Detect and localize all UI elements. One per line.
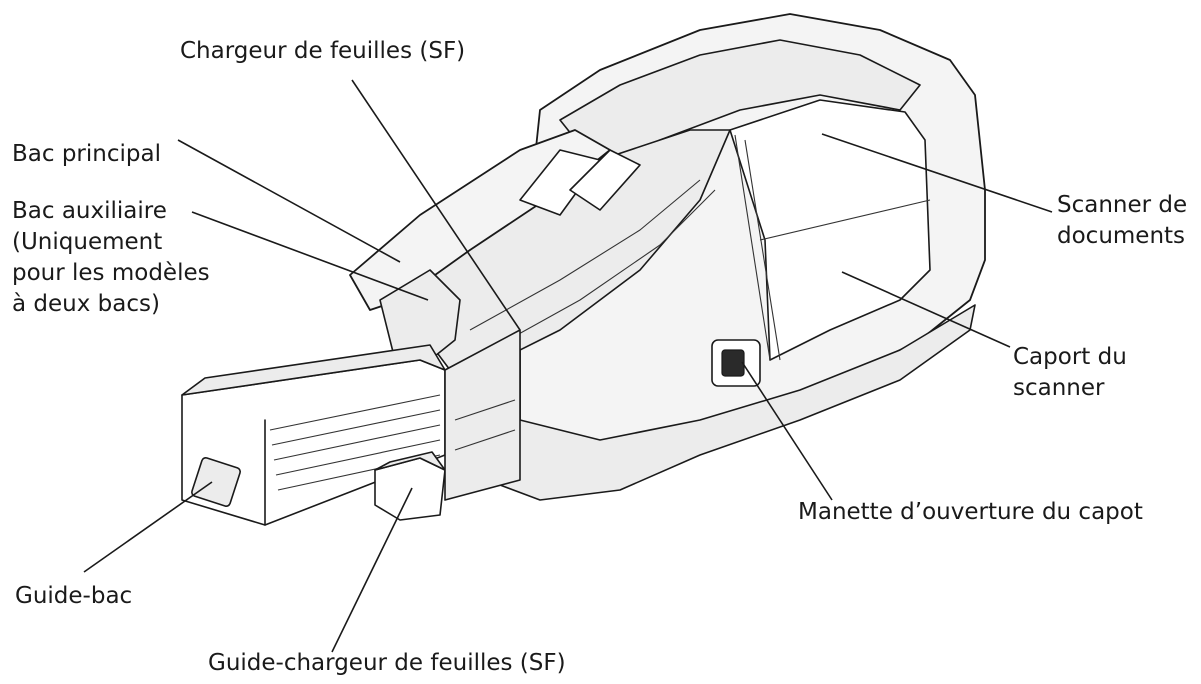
label-manette: Manette d’ouverture du capot (798, 497, 1143, 528)
label-bac-auxiliaire: Bac auxiliaire (Uniquement pour les modè… (12, 196, 210, 320)
label-bac-principal: Bac principal (12, 139, 161, 170)
label-guide-bac: Guide-bac (15, 581, 132, 612)
label-capot-scanner: Caport du scanner (1013, 342, 1127, 404)
leader-guide-chargeur (332, 488, 412, 652)
label-scanner-documents: Scanner de documents (1057, 190, 1187, 252)
label-guide-chargeur-sf: Guide-chargeur de feuilles (SF) (208, 648, 566, 679)
label-chargeur-sf: Chargeur de feuilles (SF) (180, 36, 465, 67)
leader-bac-principal (178, 140, 400, 262)
leader-guide-bac (84, 482, 212, 572)
